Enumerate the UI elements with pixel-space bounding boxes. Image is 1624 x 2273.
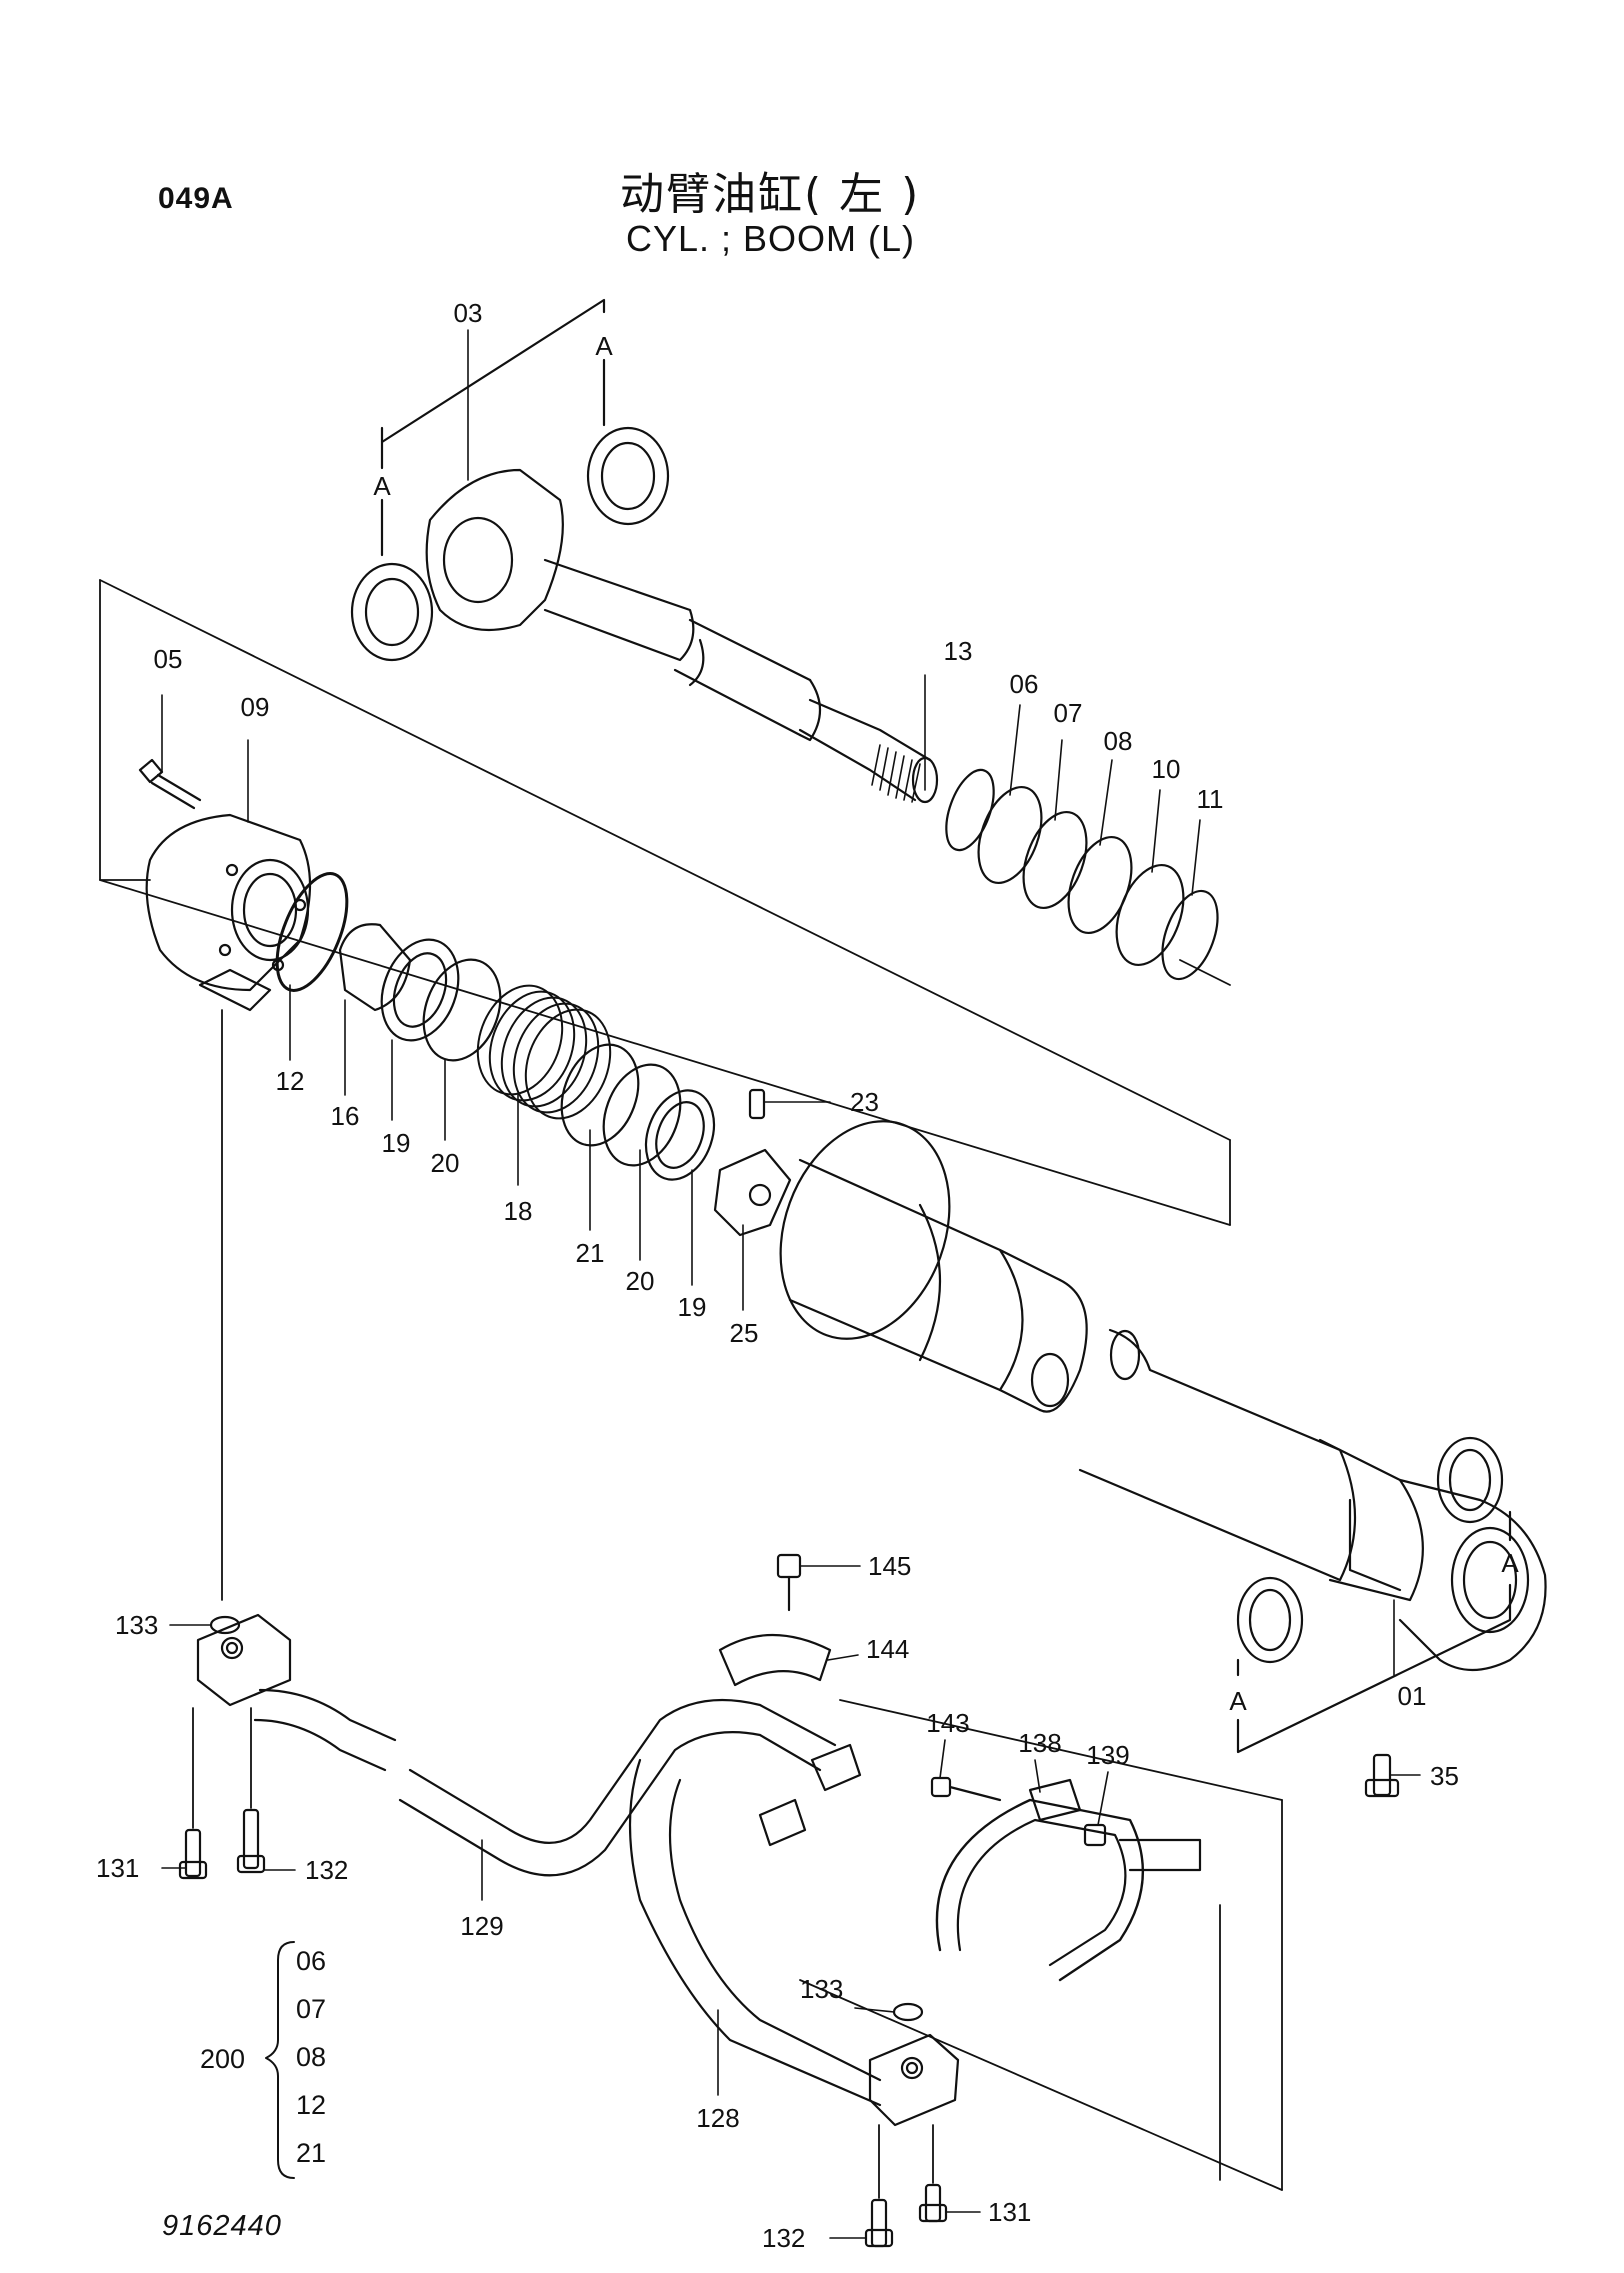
leader-lines bbox=[161, 329, 1421, 2239]
view-marker-a-bottom: A bbox=[1229, 1686, 1247, 1716]
kit-number: 200 bbox=[200, 2044, 245, 2074]
kit-item: 06 bbox=[296, 1946, 326, 1976]
page-code: 049A bbox=[158, 182, 234, 215]
callout-08: 08 bbox=[1104, 726, 1133, 756]
callout-labels: 03 A A 05 09 13 06 07 08 10 11 12 16 19 … bbox=[96, 298, 1519, 2253]
callout-21: 21 bbox=[576, 1238, 605, 1268]
callout-129: 129 bbox=[460, 1911, 503, 1941]
callout-20a: 20 bbox=[431, 1148, 460, 1178]
callout-25: 25 bbox=[730, 1318, 759, 1348]
callout-18: 18 bbox=[504, 1196, 533, 1226]
callout-144: 144 bbox=[866, 1634, 909, 1664]
callout-128: 128 bbox=[696, 2103, 739, 2133]
callout-35: 35 bbox=[1430, 1761, 1459, 1791]
page-title-chinese: 动臂油缸( 左 ) bbox=[620, 169, 921, 220]
callout-139: 139 bbox=[1086, 1740, 1129, 1770]
callout-138: 138 bbox=[1018, 1728, 1061, 1758]
callout-05: 05 bbox=[154, 644, 183, 674]
kit-200-group: 200 06 07 08 12 21 bbox=[200, 1941, 326, 2179]
callout-06: 06 bbox=[1010, 669, 1039, 699]
kit-item: 07 bbox=[296, 1994, 326, 2024]
callout-11: 11 bbox=[1197, 784, 1224, 814]
callout-132-right: 132 bbox=[762, 2223, 805, 2253]
callout-23: 23 bbox=[850, 1087, 879, 1117]
callout-16: 16 bbox=[331, 1101, 360, 1131]
cylinder-head-assembly bbox=[138, 758, 1219, 1237]
callout-133-right: 133 bbox=[800, 1974, 843, 2004]
kit-item: 12 bbox=[296, 2090, 326, 2120]
view-marker-a-left: A bbox=[373, 471, 391, 501]
cylinder-tube bbox=[779, 1120, 1547, 1754]
drawing-number: 9162440 bbox=[162, 2210, 282, 2242]
callout-143: 143 bbox=[926, 1708, 969, 1738]
callout-131-left: 131 bbox=[96, 1853, 139, 1883]
callout-01: 01 bbox=[1398, 1681, 1427, 1711]
callout-20b: 20 bbox=[626, 1266, 655, 1296]
callout-145: 145 bbox=[868, 1551, 911, 1581]
callout-19b: 19 bbox=[678, 1292, 707, 1322]
kit-item: 08 bbox=[296, 2042, 326, 2072]
callout-133-left: 133 bbox=[115, 1610, 158, 1640]
callout-07: 07 bbox=[1054, 698, 1083, 728]
callout-13: 13 bbox=[944, 636, 973, 666]
callout-12: 12 bbox=[276, 1066, 305, 1096]
callout-132-left: 132 bbox=[305, 1855, 348, 1885]
page-title-english: CYL. ; BOOM (L) bbox=[626, 218, 916, 259]
callout-10: 10 bbox=[1152, 754, 1181, 784]
callout-131-right: 131 bbox=[988, 2197, 1031, 2227]
callout-03: 03 bbox=[454, 298, 483, 328]
piping-assembly bbox=[178, 1553, 1283, 2248]
view-marker-a-right: A bbox=[1501, 1548, 1519, 1578]
frame-lines bbox=[99, 579, 1231, 2181]
view-marker-a-top: A bbox=[595, 331, 613, 361]
callout-19a: 19 bbox=[382, 1128, 411, 1158]
piston-rod-assembly bbox=[350, 298, 939, 804]
kit-item: 21 bbox=[296, 2138, 326, 2168]
callout-09: 09 bbox=[241, 692, 270, 722]
